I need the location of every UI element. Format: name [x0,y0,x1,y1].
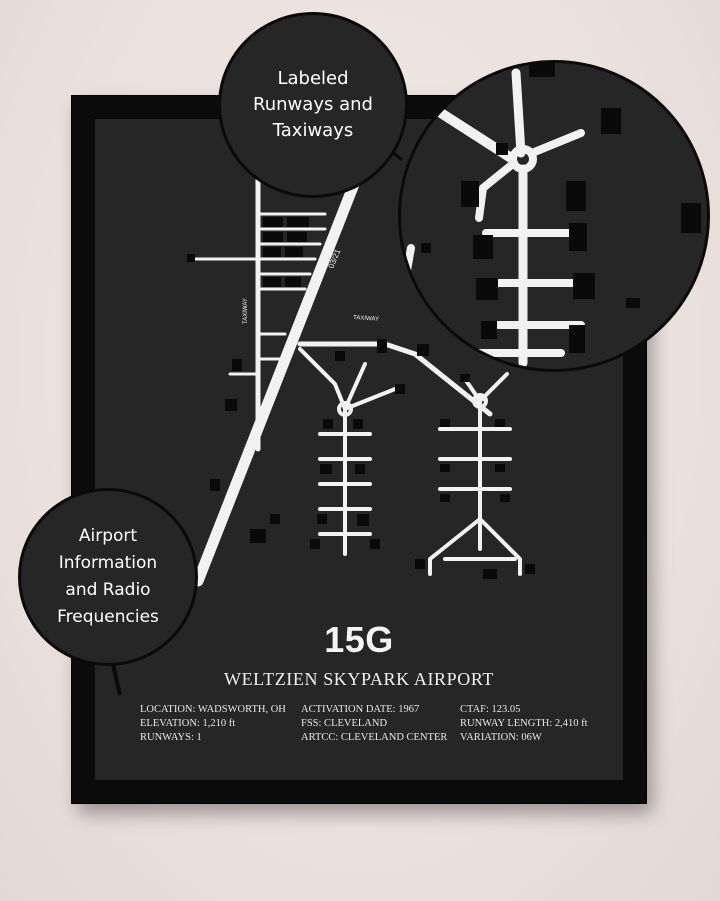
zoom-magnifier [398,60,710,372]
callout-top-text: Labeled Runways and Taxiways [253,68,373,141]
zoomed-map-detail [401,63,701,368]
info-column-1: LOCATION: WADSWORTH, OH ELEVATION: 1,210… [140,703,286,745]
airport-map: 03/21 TAXIWAY TAXIWAY [187,163,535,587]
airport-name: WELTZIEN SKYPARK AIRPORT [223,669,494,689]
taxiway-label-horizontal: TAXIWAY [353,315,379,323]
info-artcc: ARTCC: CLEVELAND CENTER [301,732,448,743]
roundabout-a [337,401,353,417]
info-column-2: ACTIVATION DATE: 1967 FSS: CLEVELAND ART… [301,703,447,745]
info-activation-date: ACTIVATION DATE: 1967 [301,704,420,715]
taxiway-label-vertical: TAXIWAY [243,298,249,324]
parallel-taxiway [202,204,346,562]
callout-airport-info: Airport Information and Radio Frequencie… [18,488,198,666]
info-runway-length: RUNWAY LENGTH: 2,410 ft [460,718,588,729]
airport-code: 15G [324,619,394,660]
horizontal-taxiway [297,341,493,417]
buildings [187,217,535,579]
info-fss: FSS: CLEVELAND [301,718,388,729]
callout-left-text: Airport Information and Radio Frequencie… [57,526,159,627]
info-location: LOCATION: WADSWORTH, OH [140,704,286,715]
callout-labeled-runways: Labeled Runways and Taxiways [218,12,408,198]
info-elevation: ELEVATION: 1,210 ft [140,718,236,729]
info-runways: RUNWAYS: 1 [140,732,202,743]
subdivision-a-taxiways [298,347,397,556]
info-variation: VARIATION: 06W [460,732,542,743]
hangar-taxiways-left [193,212,327,376]
roundabout-b [472,393,488,409]
info-column-3: CTAF: 123.05 RUNWAY LENGTH: 2,410 ft VAR… [460,703,588,745]
info-ctaf: CTAF: 123.05 [460,704,521,715]
